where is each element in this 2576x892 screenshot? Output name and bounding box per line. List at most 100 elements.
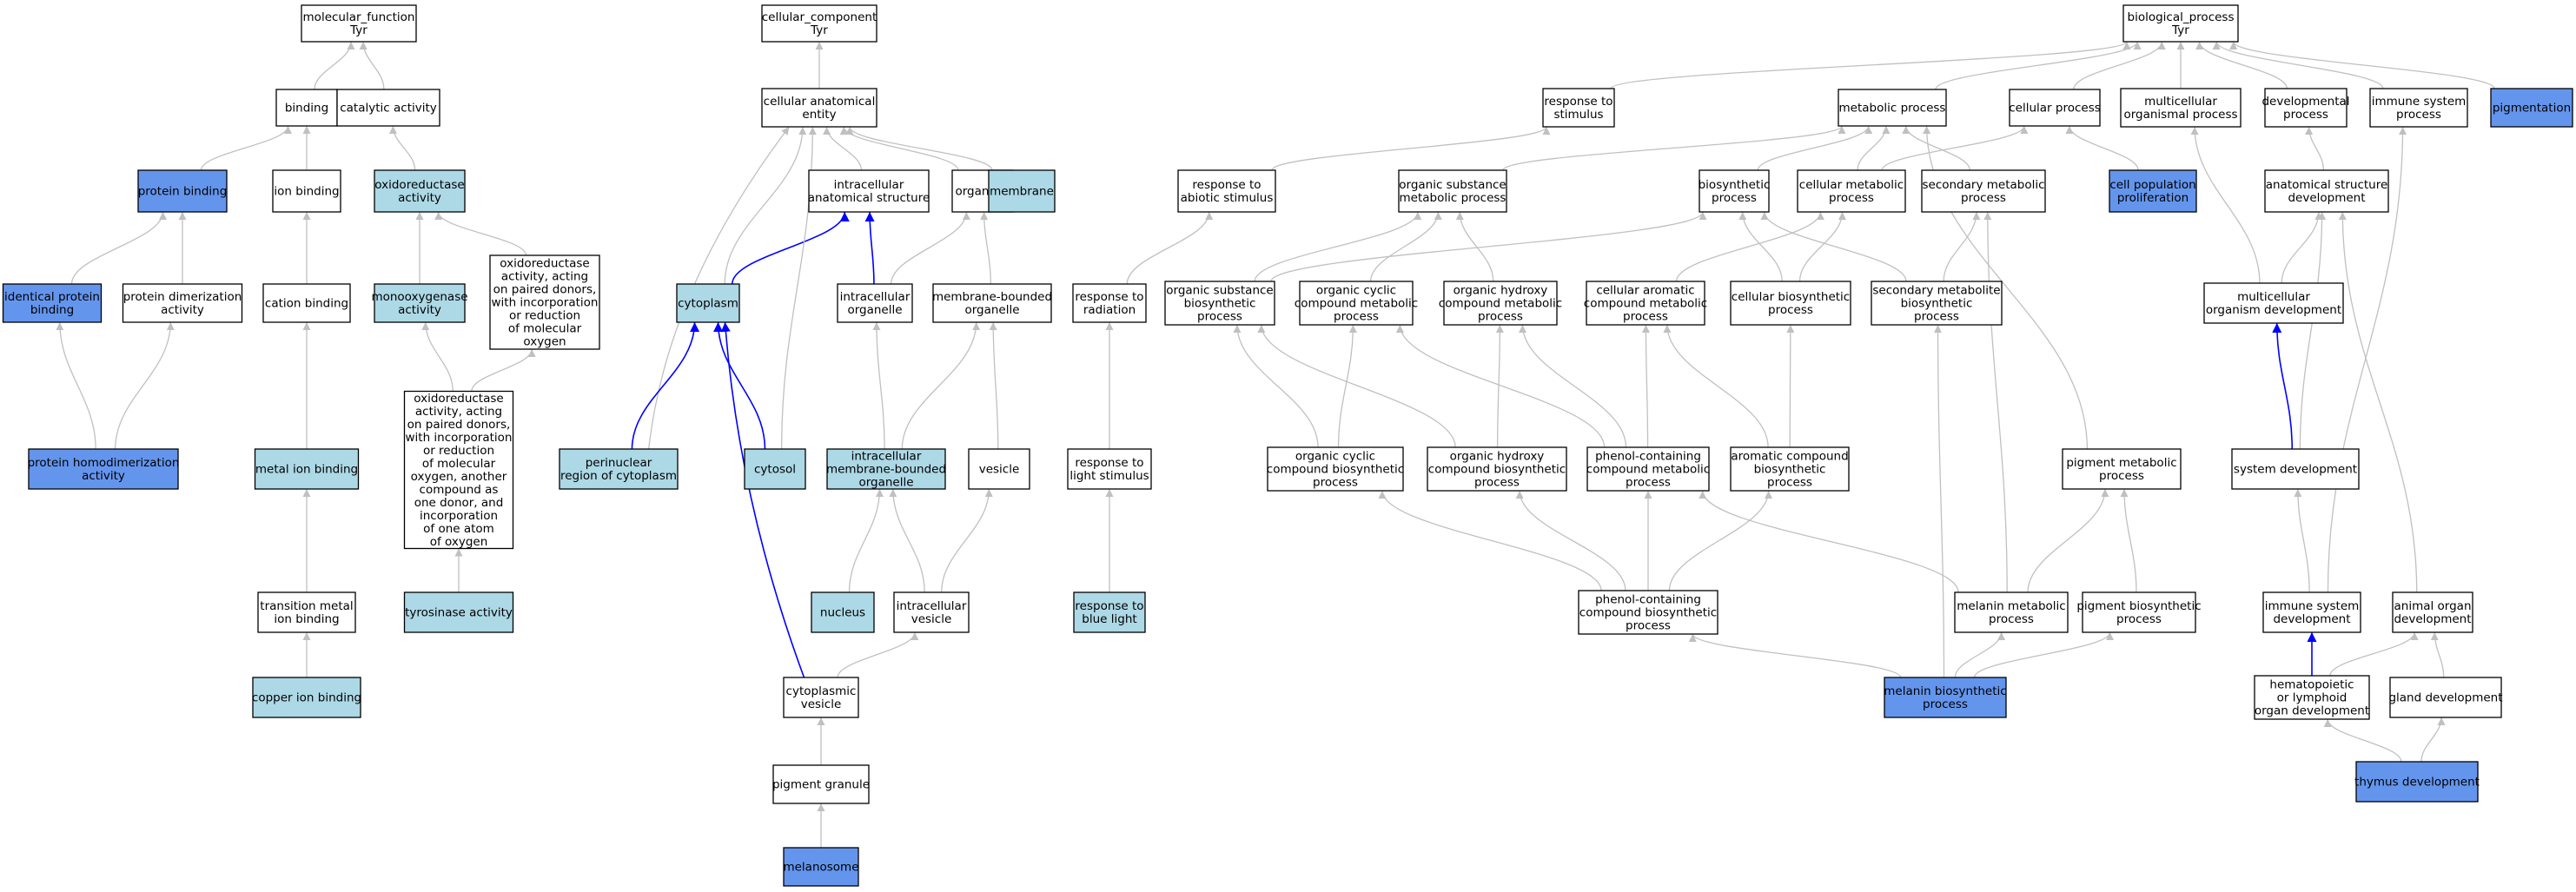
edge-phenol-bio-to-org-hyd-bio (1515, 490, 1626, 591)
edge-cell-prolif-to-cellular-process (2065, 125, 2139, 171)
node-label-line: or lymphoid (2277, 691, 2348, 705)
node-label-line: organelle (858, 476, 913, 490)
node-label-line: Tyr (810, 23, 828, 37)
node-box (744, 448, 806, 490)
edge-phenol-met-to-org-cyc-met (1395, 324, 1606, 448)
node-box (272, 169, 341, 213)
node-box (257, 591, 356, 633)
node-label-line: anatomical structure (2266, 178, 2388, 192)
node-label-line: molecular_function (303, 10, 415, 24)
edge-org-hyd-met-to-org-sub-met (1455, 211, 1494, 282)
node-box (403, 390, 514, 550)
edge-cellular-process-to-bp (2073, 41, 2166, 90)
node-label-line: biological_process (2128, 10, 2235, 24)
node-box (2203, 282, 2344, 324)
node-box (1398, 169, 1507, 213)
node-label-line: intracellular (840, 290, 911, 304)
node-label-line: animal organ (2394, 599, 2471, 613)
edge-melanin-bio-to-melanin-met (1954, 631, 2006, 678)
node-vesicle: vesicle (968, 448, 1030, 490)
edge-intra-vesicle-to-vesicle (941, 488, 993, 593)
node-box (275, 89, 338, 127)
node-box (676, 283, 740, 323)
node-label-line: cellular process (2009, 102, 2101, 116)
edge-gland-dev-to-animal-organ (2430, 631, 2445, 678)
node-cytosol: cytosol (744, 448, 806, 490)
edge-cell-met-to-metabolic (1857, 125, 1891, 171)
node-box (1586, 281, 1705, 326)
node-label-line: of one atom (423, 522, 494, 536)
edge-melanin-met-to-phenol-met (1699, 490, 1959, 593)
node-copper: copper ion binding (252, 677, 361, 718)
node-membrane: membrane (988, 169, 1056, 213)
node-metabolic: metabolic process (1838, 89, 1947, 127)
edge-cell-bio-to-cell-met (1798, 211, 1846, 282)
edge-resp-rad-to-resp-abiotic (1126, 211, 1214, 285)
node-box (2262, 591, 2361, 633)
node-box (772, 764, 870, 804)
node-box (2122, 4, 2239, 43)
node-label-line: pigmentation (2493, 102, 2571, 116)
node-box (28, 448, 179, 490)
node-box (1164, 281, 1275, 326)
node-label-line: oxidoreductase (374, 178, 464, 192)
node-label-line: process (1768, 303, 1813, 317)
node-label-line: Tyr (2171, 23, 2189, 37)
node-label-line: biosynthetic (1901, 297, 1973, 311)
node-label-line: compound as (420, 483, 499, 497)
edge-homodimer-to-identical (56, 321, 96, 450)
node-label-line: copper ion binding (252, 691, 361, 705)
edge-org-sub-bio-to-biosynthetic (1270, 211, 1707, 282)
node-label-line: stimulus (1553, 108, 1603, 122)
node-label-line: cytosol (754, 463, 796, 477)
node-cytoplasm: cytoplasm (676, 283, 740, 323)
node-label-line: process (1313, 476, 1358, 490)
edge-multicell-dev-to-anat-dev (2281, 211, 2323, 284)
edge-protein-binding-to-binding (200, 125, 293, 171)
edge-melanin-met-to-pigment-met (2027, 488, 2109, 593)
node-label-line: compound biosynthetic (1579, 606, 1717, 620)
node-label-line: compound metabolic (1439, 297, 1562, 311)
node-box (893, 591, 970, 633)
node-box (2369, 88, 2468, 128)
node-label-line: activity (161, 303, 204, 317)
node-label-line: perinuclear (586, 456, 652, 470)
node-tyrosinase: tyrosinase activity (403, 591, 514, 633)
edge-org-hyd-bio-to-org-sub-bio (1257, 324, 1456, 448)
node-label-line: oxidoreductase (414, 392, 503, 406)
node-box (2062, 448, 2182, 490)
node-system-dev: system development (2231, 448, 2360, 490)
edge-nucleus-to-intra-mb-organelle (848, 488, 884, 593)
node-label-line: multicellular (2237, 290, 2310, 304)
node-box (761, 4, 877, 43)
node-label-line: secondary metabolite (1872, 284, 2000, 298)
edge-secondary-met-to-metabolic (1902, 125, 1970, 171)
node-label-line: process (1712, 191, 1757, 205)
node-box (783, 847, 859, 887)
edge-thymus-dev-to-gland-dev (2420, 717, 2446, 763)
edge-org-cyc-met-to-org-sub-met (1370, 211, 1442, 282)
edge-cell-arom-met-to-cell-met (1675, 211, 1824, 282)
node-pigmentation: pigmentation (2490, 88, 2573, 128)
node-label-line: cytoplasm (678, 297, 738, 311)
edge-org-hyd-bio-to-org-hyd-met (1495, 324, 1504, 448)
node-box (1921, 169, 2046, 213)
node-cation: cation binding (262, 283, 351, 323)
edge-immune-dev-to-system-dev (2294, 488, 2310, 593)
node-label-line: activity, acting (415, 405, 502, 419)
node-box (252, 677, 361, 718)
